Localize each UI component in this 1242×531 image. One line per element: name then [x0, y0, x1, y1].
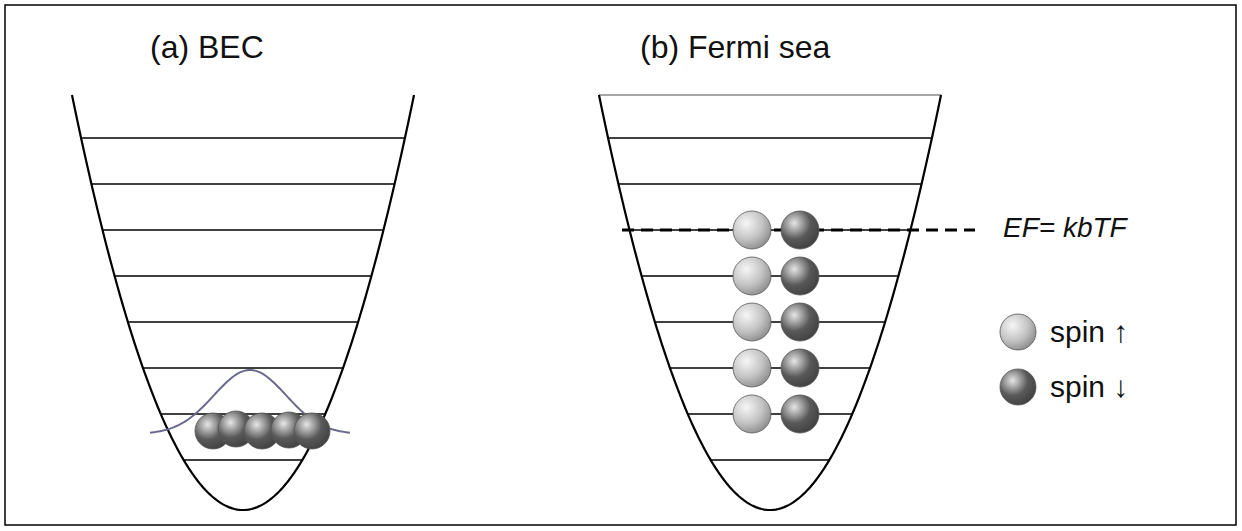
legend-ball — [1000, 369, 1036, 405]
energy-level — [599, 94, 941, 96]
legend-row: spin ↑ — [998, 304, 1128, 359]
energy-level — [618, 183, 921, 185]
spin-down-atom — [781, 303, 819, 341]
well-illustration — [585, 18, 960, 518]
harmonic-potential — [72, 95, 414, 510]
spin-down-atom — [781, 349, 819, 387]
legend: spin ↑ spin ↓ — [998, 304, 1128, 414]
condensate-atom — [294, 413, 330, 449]
energy-level — [143, 367, 343, 369]
spin-up-atom — [733, 395, 771, 433]
legend-swatch — [998, 367, 1038, 407]
potential-well: (b) Fermi sea — [585, 18, 960, 518]
well-illustration — [58, 18, 432, 518]
energy-level — [103, 229, 384, 231]
spin-down-atom — [781, 257, 819, 295]
legend-label: spin ↑ — [1050, 314, 1128, 350]
energy-level — [711, 459, 830, 461]
spin-up-atom — [733, 303, 771, 341]
legend-row: spin ↓ — [998, 359, 1128, 414]
fermi-energy-label: EF= kbTF — [1003, 211, 1127, 245]
legend-label: spin ↓ — [1050, 369, 1128, 405]
spin-down-atom — [781, 395, 819, 433]
energy-level — [128, 321, 358, 323]
potential-well: (a) BEC — [58, 18, 432, 518]
spin-up-atom — [733, 257, 771, 295]
energy-level — [91, 183, 394, 185]
spin-up-atom — [733, 349, 771, 387]
spin-down-atom — [781, 211, 819, 249]
energy-level — [81, 137, 405, 139]
legend-ball — [1000, 314, 1036, 350]
energy-level — [184, 459, 303, 461]
energy-level — [115, 275, 372, 277]
panel-title: (a) BEC — [150, 28, 264, 66]
spin-up-atom — [733, 211, 771, 249]
legend-swatch — [998, 312, 1038, 352]
energy-level — [608, 137, 932, 139]
panel-title: (b) Fermi sea — [640, 28, 830, 66]
frame — [5, 5, 1236, 525]
harmonic-potential — [599, 95, 941, 510]
